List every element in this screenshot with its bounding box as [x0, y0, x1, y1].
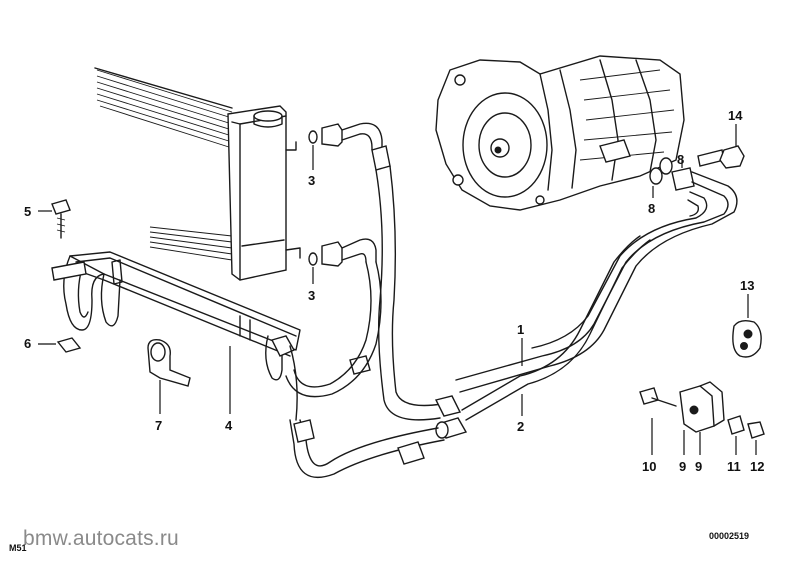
diagram-id: 00002519 — [709, 531, 750, 541]
callout-2: 2 — [517, 419, 524, 434]
callout-4: 4 — [225, 418, 233, 433]
callout-8-lower: 8 — [648, 201, 655, 216]
oil-cooler — [51, 251, 301, 421]
transmission — [435, 55, 685, 211]
callout-13: 13 — [740, 278, 754, 293]
bracket-assembly — [639, 381, 765, 439]
fittings-upper — [308, 122, 383, 267]
callout-7: 7 — [155, 418, 162, 433]
leader-lines — [38, 124, 757, 455]
radiator — [94, 67, 301, 281]
callout-11: 11 — [727, 459, 741, 474]
callout-12: 12 — [750, 459, 764, 474]
model-code: M51 — [9, 543, 27, 553]
callout-8-upper: 8 — [677, 152, 684, 167]
callout-5: 5 — [24, 204, 31, 219]
callout-3-lower: 3 — [308, 288, 315, 303]
callout-9-right: 9 — [695, 459, 702, 474]
clamp-7 — [147, 338, 191, 387]
bolt-and-clip — [51, 199, 82, 353]
oil-lines-main — [289, 171, 738, 479]
watermark-text: bmw.autocats.ru — [23, 527, 179, 550]
hose-lines-upper — [285, 145, 443, 421]
transmission-fittings — [649, 145, 745, 191]
callout-3-upper: 3 — [308, 173, 315, 188]
grommet-13 — [732, 319, 762, 358]
callout-10: 10 — [642, 459, 656, 474]
callout-1: 1 — [517, 322, 524, 337]
callout-9-left: 9 — [679, 459, 686, 474]
callout-labels: 1 2 3 3 4 5 6 7 8 8 9 9 10 11 12 13 14 — [24, 108, 764, 474]
callout-14: 14 — [728, 108, 743, 123]
callout-6: 6 — [24, 336, 31, 351]
